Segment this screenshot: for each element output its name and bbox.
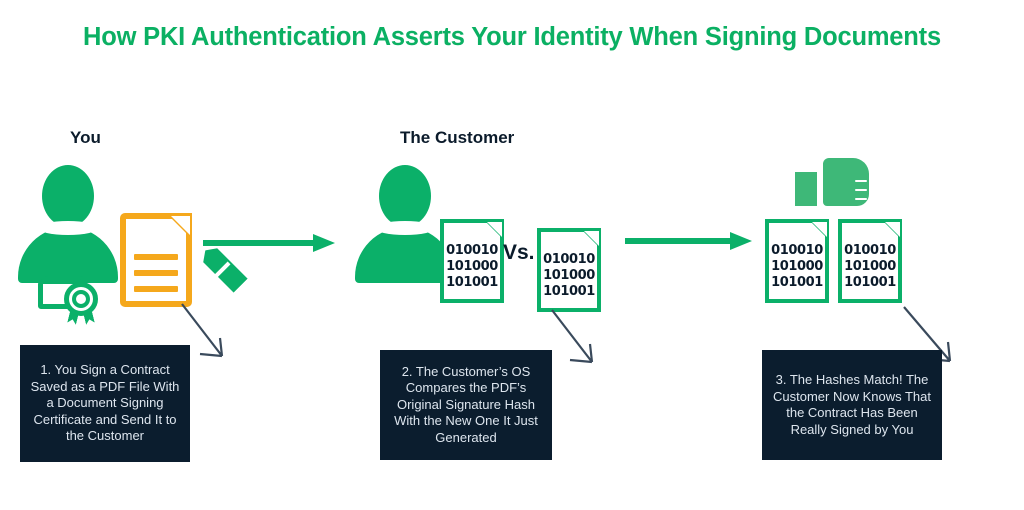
document-icon-signed	[120, 213, 192, 307]
hash-line: 101001	[543, 284, 595, 299]
caption-box-step-1: 1. You Sign a Contract Saved as a PDF Fi…	[20, 345, 190, 462]
document-sheet	[120, 213, 192, 307]
document-text-line	[134, 270, 178, 276]
document-sheet	[537, 228, 601, 312]
arrow-stem	[203, 240, 317, 246]
thumbs-up-crease	[855, 180, 867, 182]
certificate-seal-icon	[38, 276, 114, 324]
thumbs-up-crease	[855, 198, 867, 200]
pointer-line-2	[551, 309, 594, 364]
pencil-icon	[190, 244, 248, 302]
column-heading-customer: The Customer	[400, 128, 515, 147]
hash-line: 010010	[446, 243, 498, 258]
hash-document-new: 010010 101000 101001	[537, 228, 601, 312]
thumbs-up-icon	[795, 158, 869, 206]
vs-label: Vs.	[503, 241, 535, 264]
hash-bits: 010010 101000 101001	[537, 252, 601, 300]
pointer-line-1	[181, 303, 224, 358]
caption-text: 3. The Hashes Match! The Customer Now Kn…	[773, 372, 931, 437]
document-sheet	[765, 219, 829, 303]
thumbs-up-cuff	[795, 172, 817, 206]
thumbs-up-crease	[855, 189, 867, 191]
person-body	[18, 227, 118, 283]
hash-document-original: 010010 101000 101001	[440, 219, 504, 303]
page-title: How PKI Authentication Asserts Your Iden…	[83, 23, 941, 51]
document-text-line	[134, 286, 178, 292]
arrow-right-icon-2	[625, 232, 752, 250]
arrow-right-icon-1	[203, 234, 335, 252]
caption-text: 1. You Sign a Contract Saved as a PDF Fi…	[30, 362, 180, 444]
hash-bits: 010010 101000 101001	[440, 243, 504, 291]
caption-text: 2. The Customer’s OS Compares the PDF’s …	[394, 363, 538, 445]
person-neck-gap	[38, 221, 98, 235]
document-sheet	[838, 219, 902, 303]
arrow-head	[313, 234, 335, 252]
arrow-stem	[625, 238, 735, 244]
person-icon-customer	[355, 165, 455, 285]
hash-line: 010010	[771, 243, 823, 258]
hash-document-match-right: 010010 101000 101001	[838, 219, 902, 303]
person-icon-you	[18, 165, 118, 285]
hash-line: 101001	[446, 275, 498, 290]
hash-line: 101000	[844, 259, 896, 274]
hash-document-match-left: 010010 101000 101001	[765, 219, 829, 303]
person-head	[42, 165, 94, 227]
seal-core	[72, 290, 90, 308]
hash-line: 101001	[771, 275, 823, 290]
document-text-line	[134, 254, 178, 260]
document-sheet	[440, 219, 504, 303]
thumbs-up-thumb	[823, 158, 843, 180]
hash-bits: 010010 101000 101001	[765, 243, 829, 291]
person-head	[379, 165, 431, 227]
hash-bits: 010010 101000 101001	[838, 243, 902, 291]
hash-line: 101000	[446, 259, 498, 274]
hash-line: 101001	[844, 275, 896, 290]
hash-line: 010010	[543, 252, 595, 267]
person-neck-gap	[375, 221, 435, 235]
hash-line: 101000	[543, 268, 595, 283]
hash-line: 101000	[771, 259, 823, 274]
hash-line: 010010	[844, 243, 896, 258]
arrow-head	[730, 232, 752, 250]
caption-box-step-3: 3. The Hashes Match! The Customer Now Kn…	[762, 350, 942, 460]
caption-box-step-2: 2. The Customer’s OS Compares the PDF’s …	[380, 350, 552, 460]
column-heading-you: You	[70, 128, 101, 147]
